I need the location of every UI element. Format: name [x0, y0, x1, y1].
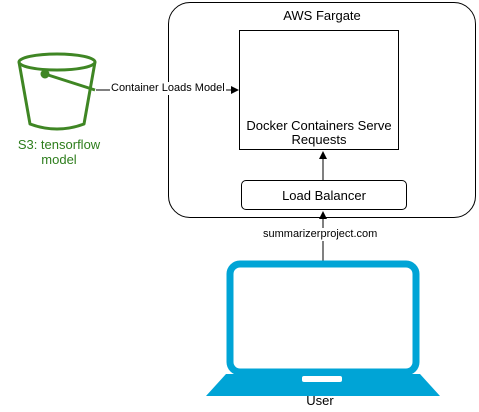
- load-balancer-box: Load Balancer: [241, 180, 407, 210]
- fargate-container: [168, 2, 476, 218]
- s3-label: S3: tensorflow model: [17, 137, 101, 167]
- load-balancer-label: Load Balancer: [282, 187, 366, 203]
- docker-containers-box: [239, 30, 399, 150]
- user-label: User: [306, 393, 334, 408]
- edge-label-container-loads-model: Container Loads Model: [110, 82, 226, 95]
- docker-containers-label: Docker Containers Serve Requests: [246, 118, 392, 147]
- s3-bucket-icon: [17, 52, 97, 131]
- laptop-icon: [206, 260, 440, 396]
- edge-label-domain: summarizerproject.com: [262, 228, 379, 241]
- fargate-title: AWS Fargate: [283, 8, 361, 23]
